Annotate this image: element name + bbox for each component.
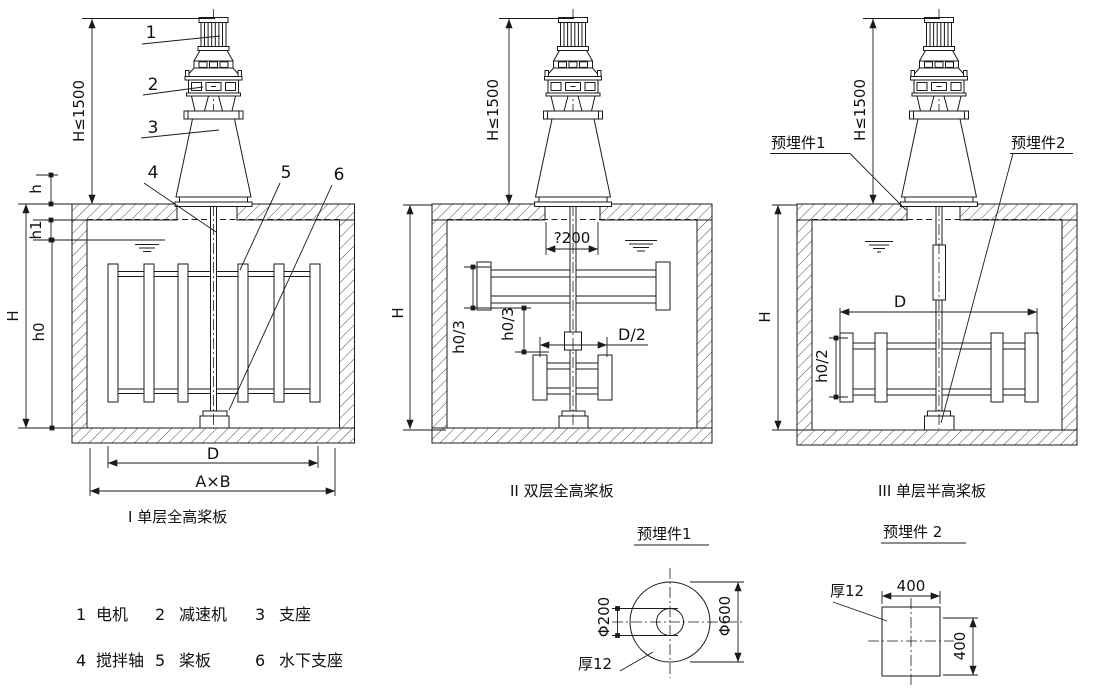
detail2-width-label: 400 [897, 577, 926, 595]
legend-name-2: 减速机 [179, 605, 227, 624]
dimensions-3: H≤1500 H D h0/2 [756, 18, 1038, 431]
underwater-bearing-flange-2 [561, 410, 586, 417]
caption-diagram-3: III 单层半高桨板 [878, 482, 986, 500]
part-label-1: 1 [146, 23, 157, 43]
embed1-label: 预埋件1 [771, 134, 826, 152]
underwater-bearing-2 [558, 415, 589, 429]
dim-half-d-label: D/2 [618, 325, 646, 344]
legend-num-5: 5 [155, 651, 165, 670]
legend-num-1: 1 [76, 605, 86, 624]
water-level-1 [33, 239, 165, 252]
dim-H-label-3: H [756, 311, 774, 322]
dim-AxB-label: A×B [195, 472, 230, 491]
legend-name-4: 搅拌轴 [96, 651, 144, 670]
dim-D-label-3: D [894, 292, 906, 311]
part-label-4: 4 [148, 163, 159, 183]
part-callouts: 1 2 3 4 5 6 [140, 23, 345, 411]
part-label-6: 6 [334, 165, 345, 185]
embed-callouts: 预埋件1 预埋件2 [770, 134, 1073, 424]
part-label-3: 3 [148, 118, 159, 138]
detail1-thickness-label: 厚12 [578, 655, 612, 673]
part-label-5: 5 [281, 163, 292, 183]
legend-name-6: 水下支座 [279, 651, 343, 670]
legend-num-4: 4 [76, 651, 86, 670]
diagram-1-single-layer-full-height: H≤1500 h h1 H h0 D A×B 1 2 3 4 5 6 [4, 8, 355, 526]
tank-structure-1 [71, 203, 355, 444]
detail1-inner-dim-label: Φ200 [595, 597, 613, 637]
legend-num-3: 3 [255, 605, 265, 624]
dim-hmax-label-3: H≤1500 [851, 79, 869, 141]
detail-embed-part-1: 预埋件1 Φ200 Φ600 厚12 [578, 525, 744, 678]
paddle-assembly-1 [107, 205, 321, 429]
dim-h-label: h [27, 184, 45, 194]
caption-diagram-1: I 单层全高桨板 [128, 508, 227, 526]
parts-legend: 1 电机 2 减速机 3 支座 4 搅拌轴 5 桨板 6 水下支座 [76, 605, 343, 670]
dim-h1-label: h1 [27, 220, 45, 239]
legend-num-6: 6 [255, 651, 265, 670]
dim-h02-label: h0/2 [813, 349, 831, 383]
dim-h03-upper-label: h0/3 [450, 320, 468, 354]
diagram-3-single-layer-half-height: H≤1500 H D h0/2 预埋件1 预埋件2 III 单层半高桨板 [756, 8, 1078, 500]
dim-h0-label: h0 [30, 322, 48, 341]
legend-name-3: 支座 [279, 605, 311, 624]
water-level-2 [625, 240, 657, 252]
water-level-3 [865, 241, 893, 253]
dimensions-1: H≤1500 h h1 H h0 D A×B [4, 18, 336, 496]
tank-structure-2 [431, 203, 713, 444]
detail2-height-label: 400 [951, 632, 969, 661]
underwater-bearing-1 [199, 415, 230, 429]
dim-h03-lower-label: h0/3 [499, 307, 517, 341]
embed2-label: 预埋件2 [1011, 134, 1066, 152]
dim-H-label-2: H [389, 307, 407, 318]
dim-H-label-1: H [4, 310, 22, 321]
detail1-title: 预埋件1 [637, 525, 692, 543]
detail1-outer-dim-label: Φ600 [716, 596, 734, 636]
legend-num-2: 2 [155, 605, 165, 624]
detail-embed-part-2: 预埋件 2 400 400 厚12 [830, 523, 978, 685]
legend-name-5: 桨板 [179, 651, 211, 670]
dim-hmax-label-2: H≤1500 [484, 79, 502, 141]
part-label-2: 2 [148, 75, 159, 95]
detail2-title: 预埋件 2 [883, 523, 942, 541]
diagram-2-double-layer-full-height: H≤1500 H ?200 h0/3 h0/3 D/2 II 双层全高桨板 [389, 8, 713, 500]
underwater-bearing-flange-1 [202, 410, 228, 417]
caption-diagram-2: II 双层全高桨板 [510, 482, 614, 500]
dim-hole-label: ?200 [554, 229, 591, 247]
tank-structure-3 [796, 203, 1078, 446]
legend-name-1: 电机 [96, 605, 128, 624]
dim-hmax-label-1: H≤1500 [70, 80, 88, 142]
dim-D-label-1: D [207, 444, 219, 463]
dimensions-2: H≤1500 H ?200 h0/3 h0/3 D/2 [389, 18, 648, 431]
detail2-thickness-label: 厚12 [830, 582, 864, 600]
